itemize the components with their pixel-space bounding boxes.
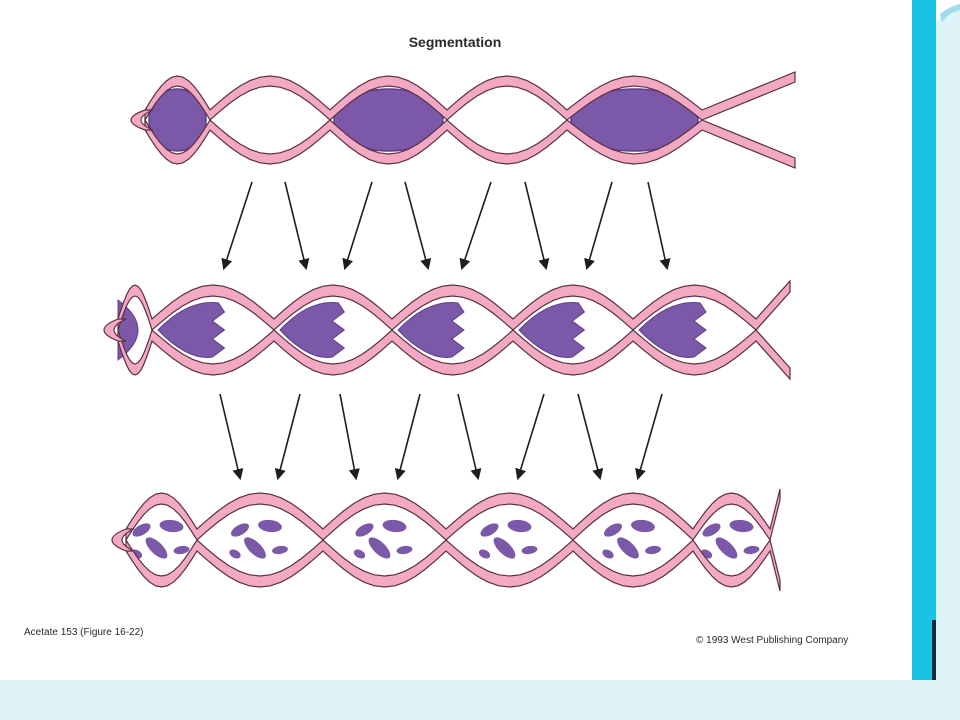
bottom-row bbox=[111, 488, 781, 592]
chyme-full bbox=[148, 88, 207, 152]
chyme-split bbox=[638, 302, 707, 358]
chyme-fragment bbox=[743, 545, 760, 555]
chyme-fragment bbox=[355, 523, 374, 537]
arrow bbox=[635, 393, 663, 481]
arrow bbox=[394, 393, 421, 481]
intestine-closed-end bbox=[130, 109, 154, 131]
intestine-wall-upper bbox=[144, 71, 796, 123]
intestine-wall-upper bbox=[125, 488, 781, 543]
intestine-wall-lower bbox=[125, 537, 781, 592]
arrow bbox=[274, 393, 301, 481]
arrow bbox=[524, 181, 550, 271]
chyme-fragment bbox=[507, 519, 532, 533]
arrow bbox=[577, 393, 604, 481]
chyme-fragment bbox=[715, 537, 738, 559]
intestine-wall-lower bbox=[117, 328, 791, 381]
chyme-cavity bbox=[201, 507, 319, 573]
chyme-fragment bbox=[382, 519, 407, 533]
chyme-fragment bbox=[159, 519, 184, 533]
accent-bar-edge bbox=[932, 620, 936, 680]
corner-swoosh-stripe bbox=[940, 4, 960, 22]
chyme-fragment bbox=[645, 545, 661, 555]
arrow bbox=[342, 181, 373, 271]
chyme-fragment bbox=[478, 549, 491, 559]
chyme-fragment bbox=[702, 523, 721, 537]
copyright-caption: © 1993 West Publishing Company bbox=[696, 635, 849, 646]
arrows bbox=[219, 181, 671, 481]
chyme-cavity bbox=[327, 507, 442, 573]
chyme-fragment bbox=[145, 537, 168, 559]
chyme-fragment bbox=[493, 537, 516, 559]
arrow bbox=[339, 393, 360, 481]
intestine-wall-upper bbox=[117, 279, 791, 332]
arrow bbox=[404, 181, 432, 271]
arrow bbox=[457, 393, 482, 481]
arrow bbox=[284, 181, 310, 271]
top-row bbox=[130, 71, 796, 169]
chyme-fragment bbox=[244, 537, 266, 559]
middle-row bbox=[103, 279, 791, 381]
chyme-split bbox=[397, 302, 465, 358]
arrow bbox=[459, 181, 492, 271]
chyme-empty bbox=[214, 89, 326, 151]
chyme-fragment bbox=[353, 549, 366, 559]
chyme-fragment bbox=[617, 537, 639, 559]
intestine-wall-lower bbox=[144, 117, 796, 169]
chyme-fragment bbox=[272, 545, 288, 555]
chyme-fragment bbox=[521, 545, 538, 555]
chyme-fragment bbox=[729, 519, 754, 533]
chyme-fragment bbox=[396, 545, 413, 555]
chyme-fragment bbox=[229, 549, 241, 559]
chyme-fragment bbox=[230, 523, 250, 537]
chyme-full bbox=[570, 88, 699, 152]
figure-caption: Acetate 153 (Figure 16-22) bbox=[24, 627, 144, 638]
intestine-closed-end bbox=[103, 318, 127, 342]
chyme-empty bbox=[451, 89, 563, 151]
chyme-full bbox=[333, 88, 444, 152]
chyme-fragment bbox=[602, 549, 614, 559]
arrow bbox=[515, 393, 545, 481]
chyme-split bbox=[157, 302, 226, 358]
arrow bbox=[647, 181, 671, 271]
arrow bbox=[221, 181, 253, 271]
chyme-fragment bbox=[132, 523, 151, 537]
arrow bbox=[584, 181, 613, 271]
chyme-fragment bbox=[173, 545, 190, 555]
corner-swoosh bbox=[936, 0, 960, 22]
arrow bbox=[219, 393, 244, 481]
chyme-cavity bbox=[450, 507, 569, 573]
chyme-fragment bbox=[603, 523, 623, 537]
chyme-fragment bbox=[368, 537, 391, 559]
chyme-split bbox=[279, 302, 346, 358]
chyme-split bbox=[518, 302, 586, 358]
chyme-fragment bbox=[258, 519, 282, 533]
diagram-title: Segmentation bbox=[408, 34, 502, 50]
intestine-closed-end bbox=[111, 528, 135, 552]
chyme-fragment bbox=[480, 523, 499, 537]
accent-bar bbox=[912, 0, 936, 680]
chyme-fragment bbox=[631, 519, 655, 533]
